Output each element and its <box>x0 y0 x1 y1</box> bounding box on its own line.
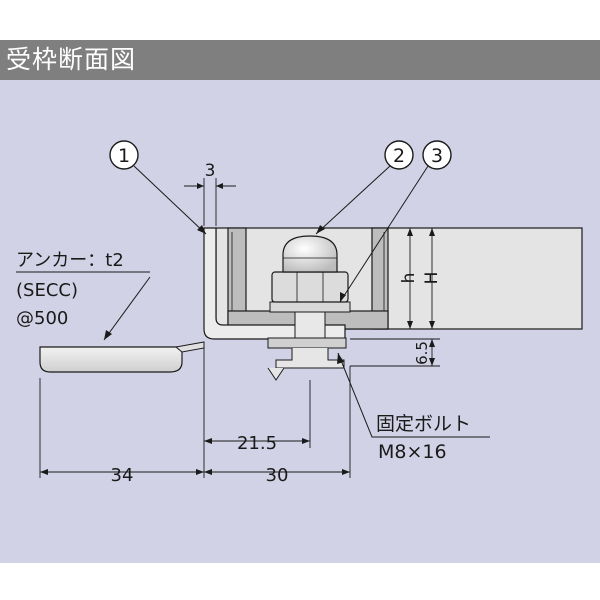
dimension-arrowheads <box>40 183 435 475</box>
bolt-label-line1: 固定ボルト <box>376 413 471 435</box>
anchor-label-line2: (SECC) <box>16 280 78 301</box>
cap-nut <box>282 235 338 273</box>
leader-lines <box>16 165 490 438</box>
leader-arrowheads <box>104 225 346 364</box>
callout-1: 1 <box>109 140 139 170</box>
anchor-label-line1: アンカー：t2 <box>16 250 124 271</box>
dim-gap: 6.5 <box>413 341 431 365</box>
callout-3: 3 <box>422 140 452 170</box>
callout-2: 2 <box>384 140 414 170</box>
dim-h: h <box>399 273 419 284</box>
anchor-plate-arm <box>174 341 205 353</box>
svg-text:3: 3 <box>431 145 443 167</box>
dim-H: H <box>422 272 442 285</box>
section-title: 受枠断面図 <box>0 40 600 80</box>
dim-width-right: 30 <box>266 465 289 486</box>
anchor-label-line3: @500 <box>16 308 68 329</box>
anchor-bracket <box>203 227 346 340</box>
fixing-bolt <box>267 235 351 381</box>
dim-width-left: 34 <box>111 465 134 486</box>
bolt-label-line2: M8×16 <box>378 441 447 463</box>
dim-thickness: 3 <box>205 161 216 181</box>
svg-text:1: 1 <box>118 145 130 167</box>
anchor-plate <box>39 346 183 373</box>
svg-text:2: 2 <box>393 145 405 167</box>
dim-offset: 21.5 <box>237 433 277 454</box>
